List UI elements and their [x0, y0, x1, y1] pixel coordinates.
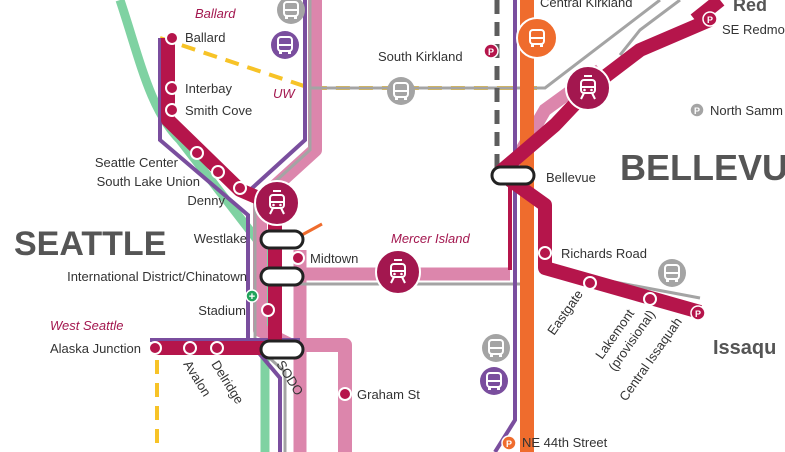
label-stadium: Stadium: [198, 303, 246, 318]
bus-icon: [482, 334, 510, 362]
station-dot-denny: [233, 181, 247, 195]
capsule-westlake: [259, 229, 305, 250]
svg-text:P: P: [694, 106, 700, 116]
hospital-icon: [245, 289, 259, 303]
capsule-sodo: [259, 339, 305, 360]
neighborhood-ballard: Ballard: [195, 6, 236, 21]
svg-text:P: P: [707, 15, 713, 25]
parking-icon: P: [689, 102, 705, 118]
label-south-kirkland: South Kirkland: [378, 49, 463, 64]
label-denny: Denny: [187, 193, 225, 208]
station-dot-seattle-center: [190, 146, 204, 160]
label-interbay: Interbay: [185, 81, 232, 96]
svg-text:P: P: [506, 439, 512, 449]
station-dot-eastgate: [583, 276, 597, 290]
label-delridge: Delridge: [208, 358, 246, 407]
label-eastgate: Eastgate: [544, 287, 586, 338]
label-se-redmond: SE Redmo: [722, 22, 785, 37]
transfer-capsules: [259, 165, 536, 360]
hospital-symbol: +: [249, 291, 255, 303]
label-alaska-junction: Alaska Junction: [50, 341, 141, 356]
bus-icon: [658, 259, 686, 287]
svg-text:P: P: [488, 47, 494, 57]
neighborhood-mercer-island: Mercer Island: [391, 231, 471, 246]
label-slu: South Lake Union: [97, 174, 200, 189]
capsule-intl: [259, 266, 305, 287]
parking-icon: P: [483, 43, 499, 59]
label-north-sammamish: North Samm: [710, 103, 783, 118]
svg-text:P: P: [695, 309, 701, 319]
label-midtown: Midtown: [310, 251, 358, 266]
label-westlake: Westlake: [194, 231, 247, 246]
station-dot-avalon: [183, 341, 197, 355]
parking-icon: P: [690, 305, 706, 321]
label-smith-cove: Smith Cove: [185, 103, 252, 118]
station-dot-graham: [338, 387, 352, 401]
bus-icon: [277, 0, 305, 24]
neighborhood-west-seattle: West Seattle: [50, 318, 123, 333]
label-ballard: Ballard: [185, 30, 225, 45]
bus-icon: [480, 367, 508, 395]
capsule-bellevue: [490, 165, 536, 186]
parking-icon: P: [501, 435, 517, 451]
station-dot-lakemont: [643, 292, 657, 306]
station-dot-midtown: [291, 251, 305, 265]
station-dot-slu: [211, 165, 225, 179]
neighborhood-uw: UW: [273, 86, 296, 101]
city-redmond: Red: [733, 0, 767, 15]
label-bellevue: Bellevue: [546, 170, 596, 185]
bus-icon: [516, 17, 558, 59]
station-dot-alaska: [148, 341, 162, 355]
station-dots: +: [148, 31, 657, 401]
station-dot-delridge: [210, 341, 224, 355]
label-seattle-center: Seattle Center: [95, 155, 179, 170]
streetcar-icon: [565, 65, 611, 111]
station-dot-interbay: [165, 81, 179, 95]
bus-icon: [387, 77, 415, 105]
city-bellevue: BELLEVU: [620, 147, 785, 188]
label-avalon: Avalon: [180, 358, 214, 399]
label-intl-district: International District/Chinatown: [67, 269, 247, 284]
parking-icon: P: [702, 11, 718, 27]
label-central-kirkland: Central Kirkland: [540, 0, 633, 10]
city-seattle: SEATTLE: [14, 225, 166, 263]
bus-icon: [271, 31, 299, 59]
station-dot-ballard: [165, 31, 179, 45]
station-dot-smith-cove: [165, 103, 179, 117]
label-richards-road: Richards Road: [561, 246, 647, 261]
label-ne-44th: NE 44th Street: [522, 435, 608, 450]
streetcar-icon: [375, 249, 421, 295]
station-dot-richards: [538, 246, 552, 260]
station-dot-stadium: [261, 303, 275, 317]
streetcar-icon: [254, 180, 300, 226]
label-graham-st: Graham St: [357, 387, 420, 402]
city-issaquah: Issaqu: [713, 337, 776, 359]
